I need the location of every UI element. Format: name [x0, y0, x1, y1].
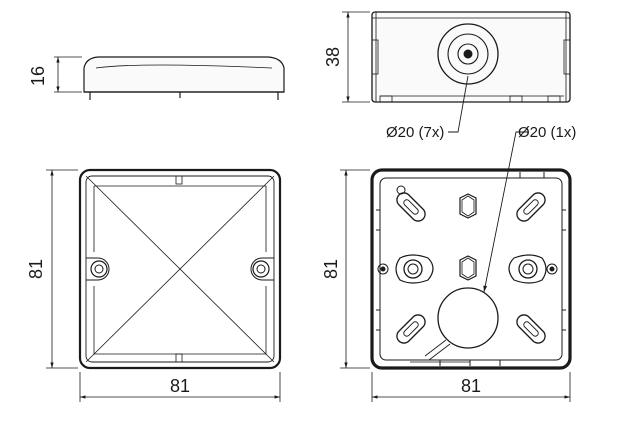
- lid-height-dimension: [54, 56, 82, 93]
- lid-side-view: [83, 56, 285, 100]
- lid-left-dimension-label: 81: [26, 259, 46, 279]
- bottom-entry-callout: Ø20 (1x): [518, 124, 576, 141]
- lid-right-screw-ear: [250, 257, 274, 281]
- mounting-slot-top-left: [396, 192, 426, 222]
- mounting-slot-bottom-right: [516, 314, 546, 344]
- screw-lug-left: [377, 254, 434, 284]
- side-entries-leader: [448, 75, 469, 133]
- mounting-slot-top-right: [516, 192, 546, 222]
- box-left-dimension-label: 81: [321, 259, 341, 279]
- box-left-dimension: [340, 169, 370, 369]
- lid-left-screw-ear: [86, 257, 110, 281]
- hex-boss-center: [459, 255, 477, 281]
- hex-boss-top: [459, 193, 477, 219]
- mounting-slot-bottom-left: [396, 314, 426, 344]
- box-height-label: 38: [323, 47, 343, 67]
- bottom-entry-leader: [483, 131, 528, 293]
- box-bottom-dimension: [371, 372, 571, 402]
- side-cable-entry: [437, 23, 499, 85]
- lid-bottom-dimension: [79, 372, 281, 402]
- lid-top-view: [78, 168, 282, 370]
- bottom-cable-entry: [424, 287, 499, 361]
- lid-height-label: 16: [28, 66, 48, 86]
- side-entries-callout: Ø20 (7x): [386, 124, 444, 141]
- box-bottom-dimension-label: 81: [461, 376, 481, 396]
- screw-lug-right: [508, 254, 558, 284]
- lid-bottom-dimension-label: 81: [170, 376, 190, 396]
- box-top-view: [370, 168, 572, 370]
- lid-left-dimension: [46, 169, 78, 369]
- box-height-dimension: [342, 11, 370, 103]
